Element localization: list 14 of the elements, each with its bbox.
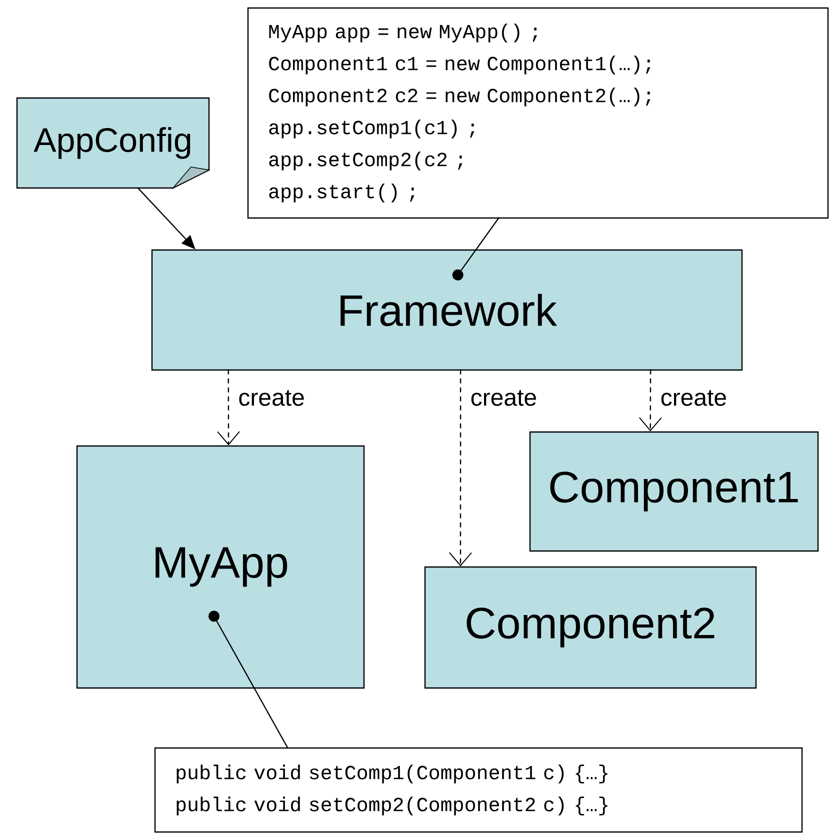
arrow	[638, 369, 662, 432]
arrow	[449, 369, 472, 566]
class-box: MyApp	[76, 445, 365, 689]
connector-line	[208, 610, 288, 748]
arrow	[217, 369, 240, 446]
connector-line	[452, 217, 500, 280]
code-box: MyApp app = new MyApp() ; Component1 c1 = new Component1(…); Component2 c2 = new Component2(…); app.setComp1(c1) ; app.setComp2(c2 ; app.start() ;	[247, 7, 829, 219]
class-box: Component1	[529, 431, 819, 552]
code-box: public void setComp1(Component1 c) {…} public void setComp2(Component2 c) {…}	[154, 747, 803, 833]
edge-label: create	[239, 390, 304, 406]
edge-label: create	[661, 390, 726, 406]
class-box: Framework	[151, 249, 743, 371]
edge-label: create	[471, 390, 536, 406]
class-box: Component2	[424, 566, 757, 689]
